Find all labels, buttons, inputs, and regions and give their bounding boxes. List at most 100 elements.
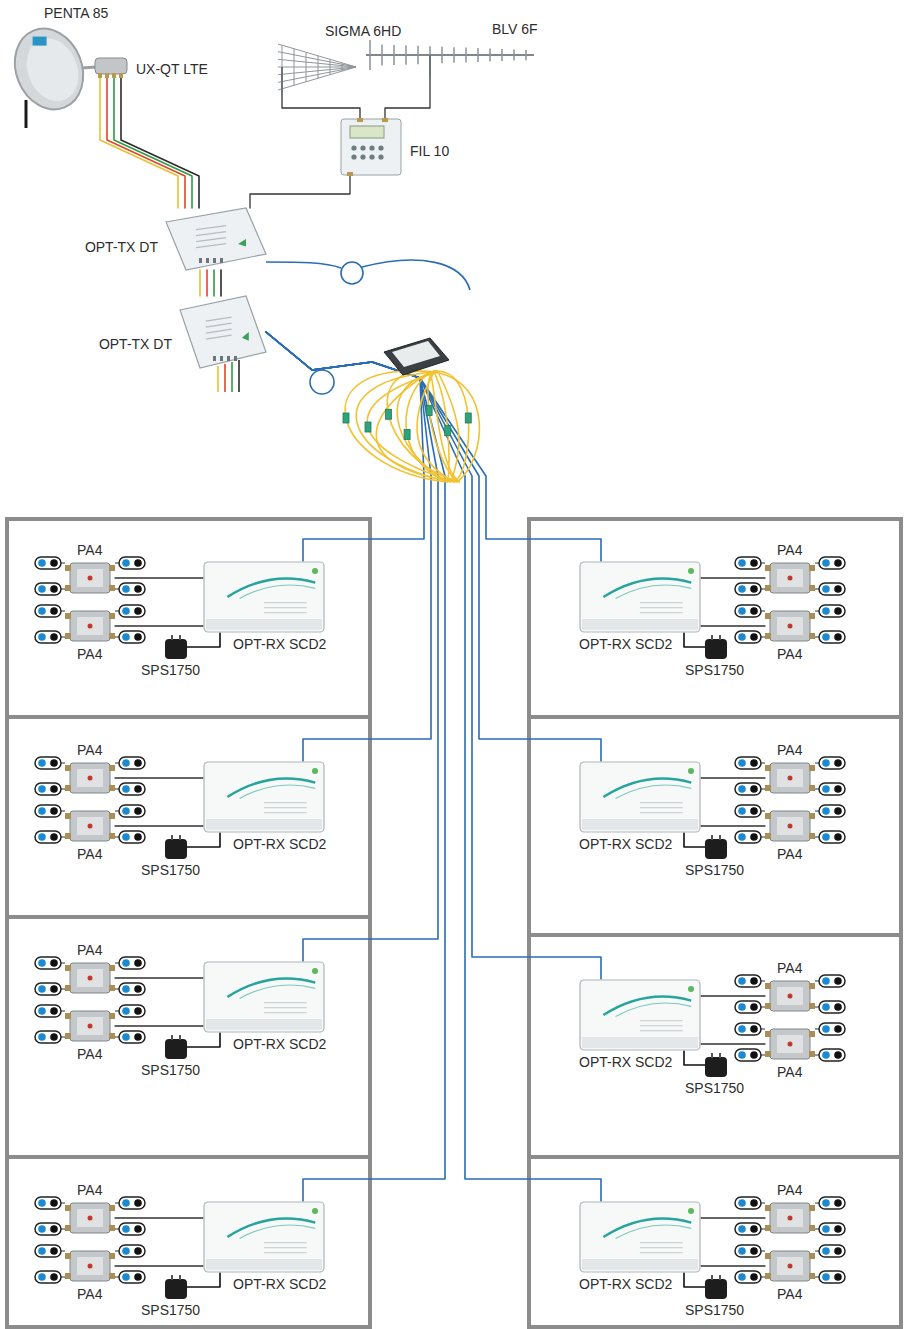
tv-outlet bbox=[819, 757, 845, 769]
outlet-sat-socket bbox=[50, 1199, 58, 1207]
f-connector bbox=[765, 565, 771, 571]
outlet-sat-socket bbox=[834, 1247, 842, 1255]
tv-outlet bbox=[35, 983, 61, 995]
brand-swoosh bbox=[603, 778, 691, 797]
floor-line bbox=[7, 1155, 370, 1159]
outlet-tv-socket bbox=[738, 1273, 746, 1281]
cable-connector bbox=[684, 833, 705, 847]
plug-pin bbox=[711, 1053, 713, 1058]
grid-rod bbox=[330, 59, 331, 74]
rx-picture bbox=[203, 561, 325, 633]
print-line bbox=[640, 602, 683, 603]
outlet-sat-socket bbox=[750, 633, 758, 641]
tv-outlet bbox=[35, 1271, 61, 1283]
pa4-picture bbox=[65, 1009, 115, 1043]
splitter-mark bbox=[788, 1042, 793, 1047]
outlet-sat-socket bbox=[834, 559, 842, 567]
outlet-sat-socket bbox=[834, 585, 842, 593]
device-label: PA4 bbox=[777, 1064, 802, 1080]
print-line bbox=[640, 607, 683, 608]
device-label: OPT-RX SCD2 bbox=[579, 636, 672, 652]
f-connector bbox=[809, 833, 815, 839]
plug-pin bbox=[171, 635, 173, 640]
tv-outlet bbox=[819, 631, 845, 643]
outlet-tv-socket bbox=[738, 1003, 746, 1011]
antenna-element bbox=[501, 49, 503, 61]
adapter-body bbox=[165, 1279, 187, 1299]
print-line bbox=[264, 602, 307, 603]
yagi-antenna: BLV 6F bbox=[366, 40, 534, 78]
outlet-sat-socket bbox=[50, 1247, 58, 1255]
outlet-sat-socket bbox=[134, 1247, 142, 1255]
splitter-plate bbox=[77, 769, 103, 787]
f-connector bbox=[65, 1273, 71, 1279]
splitter-body bbox=[770, 811, 810, 841]
outlet-tv-socket bbox=[822, 833, 830, 841]
receiver-body bbox=[204, 762, 324, 832]
outlet-tv-socket bbox=[38, 807, 46, 815]
plug-pin bbox=[711, 635, 713, 640]
tv-outlet bbox=[735, 1023, 761, 1035]
device-label: PA4 bbox=[77, 1046, 102, 1062]
outlet-tv-socket bbox=[122, 1033, 130, 1041]
tv-outlet bbox=[119, 557, 145, 569]
floor-line bbox=[7, 715, 370, 719]
fiber-connector bbox=[404, 430, 410, 440]
f-connector bbox=[109, 1205, 115, 1211]
outlet-sat-socket bbox=[750, 1003, 758, 1011]
pa4-picture bbox=[765, 609, 815, 643]
cable-connector bbox=[701, 777, 765, 778]
power-supply: SPS1750 bbox=[705, 1053, 727, 1077]
splitter-body bbox=[70, 563, 110, 593]
device-label: OPT-TX DT bbox=[85, 239, 158, 255]
grid-rod bbox=[278, 67, 356, 68]
f-connector bbox=[65, 613, 71, 619]
print-line bbox=[640, 1247, 683, 1248]
port bbox=[213, 258, 216, 263]
tv-outlet bbox=[819, 805, 845, 817]
outlet-tv-socket bbox=[122, 759, 130, 767]
pa4-picture bbox=[65, 809, 115, 843]
tx-picture bbox=[166, 208, 266, 270]
status-led bbox=[312, 768, 318, 774]
outlet-tv-socket bbox=[822, 1003, 830, 1011]
outlet-tv-socket bbox=[822, 1025, 830, 1033]
tv-outlet bbox=[735, 605, 761, 617]
outlet-sat-socket bbox=[834, 759, 842, 767]
plug-pin bbox=[719, 635, 721, 640]
outlet-sat-socket bbox=[750, 807, 758, 815]
tv-outlet bbox=[735, 1049, 761, 1061]
outlet-tv-socket bbox=[122, 833, 130, 841]
f-connector bbox=[65, 1253, 71, 1259]
splitter-plate bbox=[77, 1209, 103, 1227]
outlet-tv-socket bbox=[822, 1051, 830, 1059]
outlet-sat-socket bbox=[134, 1273, 142, 1281]
splitter-body bbox=[70, 611, 110, 641]
brand-swoosh bbox=[603, 996, 691, 1015]
outlet-sat-socket bbox=[750, 1199, 758, 1207]
outlet-sat-socket bbox=[834, 607, 842, 615]
tv-outlet bbox=[819, 1001, 845, 1013]
f-connector bbox=[765, 983, 771, 989]
device-label: SPS1750 bbox=[685, 862, 744, 878]
device-label: PA4 bbox=[77, 742, 102, 758]
tv-outlet bbox=[735, 1245, 761, 1257]
f-connector bbox=[109, 1253, 115, 1259]
print-line bbox=[640, 612, 683, 613]
sps-picture bbox=[165, 1035, 187, 1059]
transmitter-body bbox=[166, 208, 266, 270]
cable-connector bbox=[115, 1265, 203, 1266]
antenna-element bbox=[369, 40, 371, 70]
port bbox=[213, 356, 216, 361]
adapter-body bbox=[705, 839, 727, 859]
device-label: PA4 bbox=[777, 960, 802, 976]
fiber-pigtail bbox=[430, 372, 460, 482]
pa4-picture bbox=[765, 1249, 815, 1283]
outlet-sat-socket bbox=[50, 807, 58, 815]
tv-outlet bbox=[819, 1223, 845, 1235]
outlet-tv-socket bbox=[38, 1199, 46, 1207]
brand-swoosh bbox=[616, 585, 692, 598]
grid-rod bbox=[318, 56, 319, 78]
pa4-picture bbox=[765, 1027, 815, 1061]
